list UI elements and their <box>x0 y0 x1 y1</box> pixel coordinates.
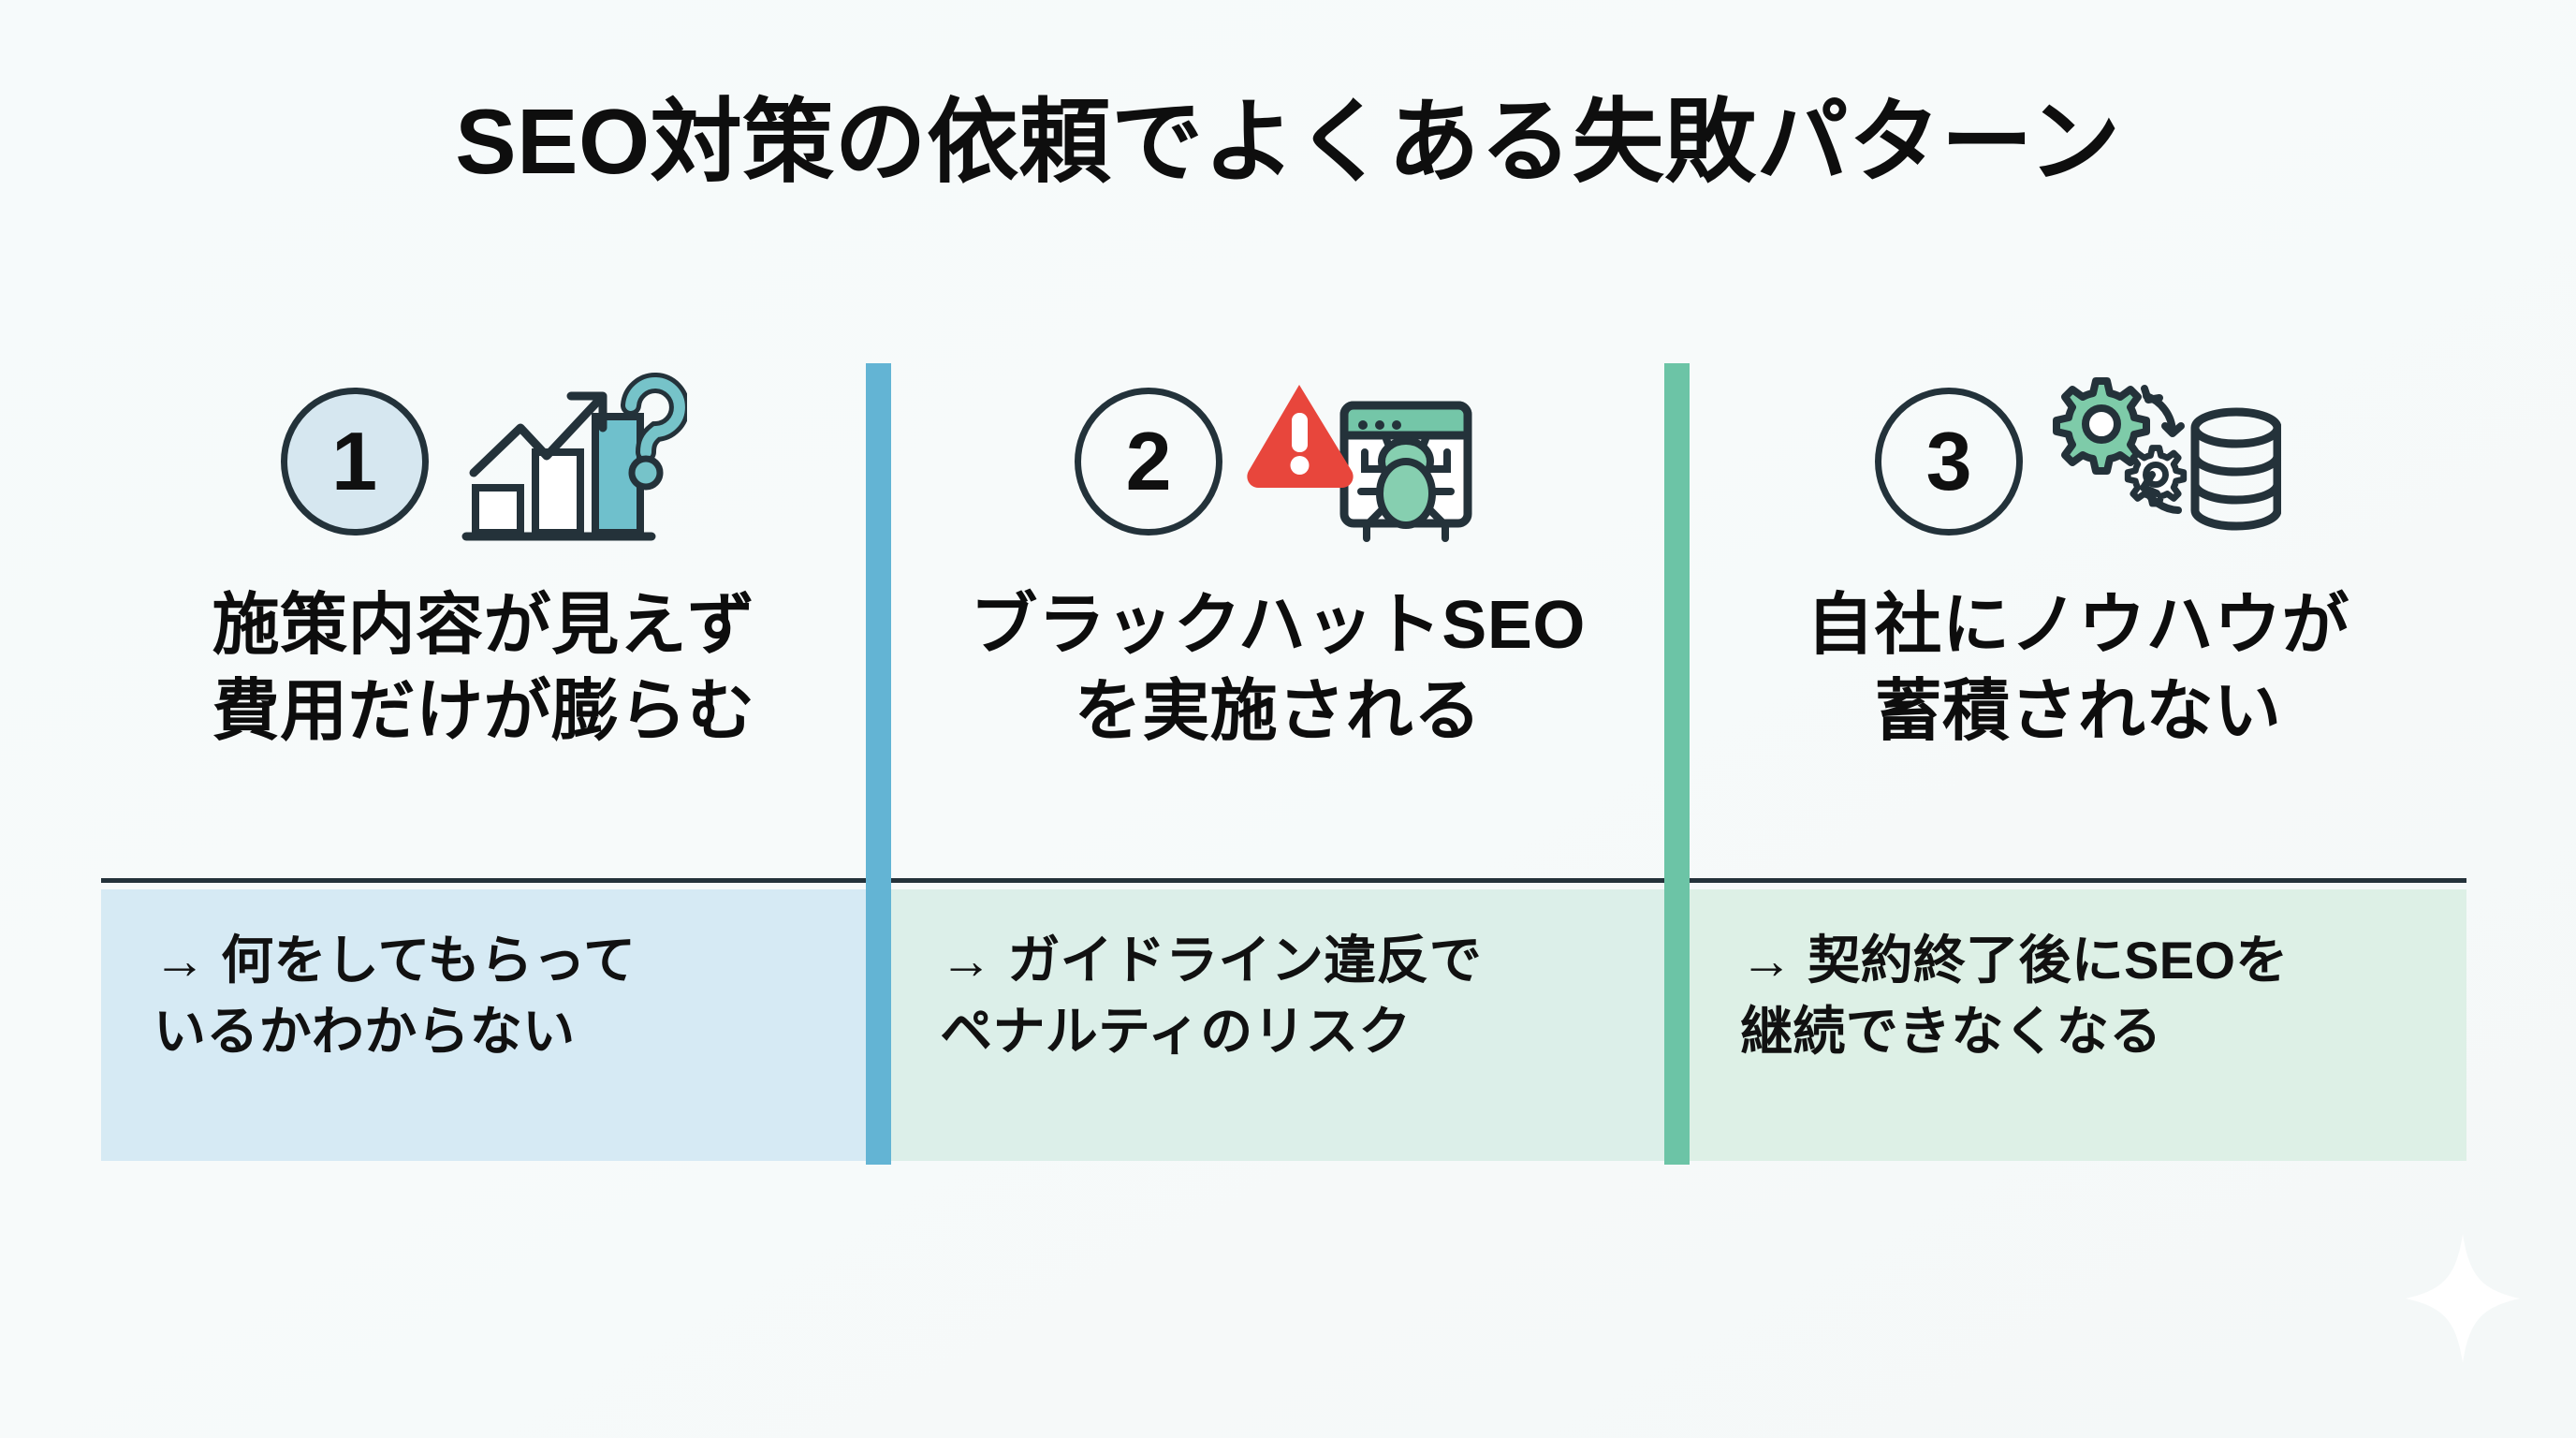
pattern-detail-text-3: → 契約終了後にSEOを 継続できなくなる <box>1718 925 2438 1067</box>
warning-browser-bug-icon <box>1247 368 1481 555</box>
arrow-icon-2: → <box>940 931 993 990</box>
pattern-header-1: 1 <box>101 363 866 560</box>
number-badge-1: 1 <box>280 388 429 536</box>
failure-pattern-columns: 1 施策内容が見えず 費用だけが <box>101 363 2466 1165</box>
growth-chart-question-icon <box>453 368 687 555</box>
pattern-header-2: 2 <box>891 363 1664 560</box>
pattern-detail-body-3: 契約終了後にSEOを 継続できなくなる <box>1740 931 2289 1062</box>
pattern-detail-box-1: → 何をしてもらって いるかわからない <box>101 889 867 1161</box>
column-divider-2 <box>1664 363 1690 1165</box>
pattern-headline-3: 自社にノウハウが 蓄積されない <box>1807 588 2350 750</box>
number-badge-3: 3 <box>1875 388 2024 536</box>
pattern-detail-text-1: → 何をしてもらって いるかわからない <box>129 925 838 1067</box>
arrow-icon-1: → <box>154 931 207 990</box>
number-badge-2: 2 <box>1075 388 1223 536</box>
column-divider-1 <box>866 363 892 1165</box>
pattern-header-3: 3 <box>1690 363 2466 560</box>
pattern-column-2: 2 <box>891 363 1665 1165</box>
pattern-detail-text-2: → ガイドライン違反で ペナルティのリスク <box>919 925 1636 1067</box>
pattern-headline-1: 施策内容が見えず 費用だけが膨らむ <box>212 588 755 750</box>
pattern-column-1: 1 施策内容が見えず 費用だけが <box>101 363 867 1165</box>
pattern-column-3: 3 <box>1690 363 2466 1165</box>
pattern-detail-body-1: 何をしてもらって いるかわからない <box>154 931 637 1062</box>
section-divider-rule <box>101 878 2466 883</box>
pattern-headline-2: ブラックハットSEO を実施される <box>970 588 1586 750</box>
pattern-detail-box-2: → ガイドライン違反で ペナルティのリスク <box>891 889 1665 1161</box>
page-title: SEO対策の依頼でよくある失敗パターン <box>455 90 2121 193</box>
pattern-detail-body-2: ガイドライン違反で ペナルティのリスク <box>940 931 1483 1062</box>
pattern-detail-box-3: → 契約終了後にSEOを 継続できなくなる <box>1690 889 2466 1161</box>
arrow-icon-3: → <box>1740 931 1793 990</box>
sparkle-icon <box>2402 1228 2524 1369</box>
gears-database-icon <box>2047 368 2282 555</box>
